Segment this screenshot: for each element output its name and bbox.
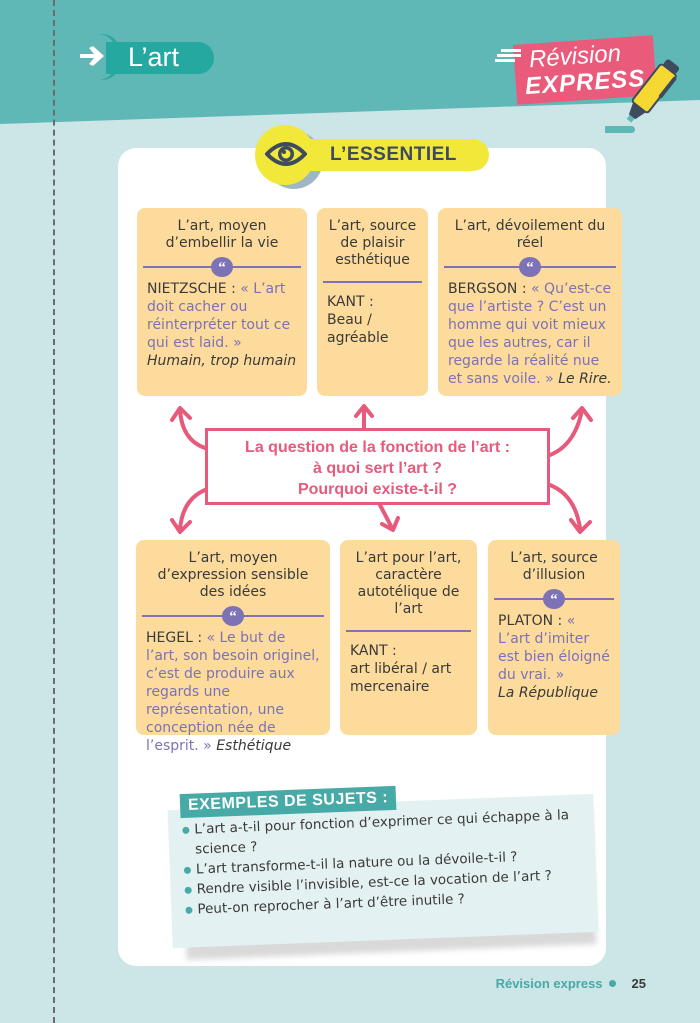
- separator-line: [346, 630, 471, 632]
- footer-label: Révision express: [495, 976, 603, 991]
- concept-box-art-pour-art: L’art pour l’art, caractère autotélique …: [340, 540, 477, 735]
- chapter-title-pill: L’art: [78, 34, 214, 80]
- box-body: KANT : art libéral / art mercenaire: [350, 642, 467, 696]
- highlighter-pen-icon: [605, 59, 680, 133]
- revision-express-logo: Révision EXPRESS: [495, 35, 685, 138]
- separator: [323, 279, 422, 289]
- box-title: L’art pour l’art, caractère autotélique …: [355, 550, 462, 617]
- examples-list: L’art a-t-il pour fonction d’exprimer ce…: [182, 805, 586, 920]
- work-title: La République: [498, 685, 598, 701]
- quote-separator: “: [444, 257, 616, 277]
- author: PLATON :: [498, 613, 567, 629]
- quote-separator: “: [143, 257, 301, 277]
- badge-bar: [293, 139, 489, 171]
- box-body: HEGEL : « Le but de l’art, son besoin or…: [146, 629, 320, 755]
- quote-icon: “: [519, 257, 541, 277]
- quote-separator: “: [142, 606, 324, 626]
- author: HEGEL :: [146, 630, 207, 646]
- box-title: L’art, source d’illusion: [510, 550, 598, 583]
- quote-icon: “: [222, 606, 244, 626]
- work-title: Esthétique: [216, 738, 292, 754]
- quote-icon: “: [211, 257, 233, 277]
- concept-box-devoilement: L’art, dévoilement du réel “ BERGSON : «…: [438, 208, 622, 396]
- concept-box-expression: L’art, moyen d’expression sensible des i…: [136, 540, 330, 754]
- arrow-right-icon: [80, 46, 104, 66]
- title-bar: [106, 42, 214, 74]
- concept-box-plaisir: L’art, source de plaisir esthétique KANT…: [317, 208, 428, 396]
- examples-note: EXEMPLES DE SUJETS : L’art a-t-il pour f…: [167, 785, 599, 960]
- speed-lines-icon: [495, 49, 521, 62]
- footer-dot-icon: [608, 980, 616, 987]
- box-text: art libéral / art mercenaire: [350, 661, 452, 695]
- chapter-title: L’art: [128, 42, 180, 72]
- quote-text: « Le but de l’art, son besoin originel, …: [146, 630, 320, 754]
- work-title: Humain, trop humain: [147, 353, 297, 369]
- box-body: KANT : Beau / agréable: [327, 293, 418, 347]
- eye-icon: [265, 142, 307, 166]
- box-title: L’art, source de plaisir esthétique: [328, 218, 417, 268]
- central-question-line-3: Pourquoi existe-t-il ?: [297, 481, 458, 498]
- section-label: L’ESSENTIEL: [330, 144, 457, 165]
- author: KANT :: [350, 643, 397, 659]
- concept-box-illusion: L’art, source d’illusion “ PLATON : « L’…: [488, 540, 620, 735]
- quote-text: « L’art doit cacher ou réinterpréter tou…: [147, 281, 291, 351]
- margin-dashed-line: [53, 0, 55, 1023]
- author: NIETZSCHE :: [147, 281, 241, 297]
- author: KANT :: [327, 294, 374, 310]
- quote-icon: “: [543, 589, 565, 609]
- essentiel-badge: L’ESSENTIEL: [255, 125, 490, 189]
- concept-box-embellir: L’art, moyen d’embellir la vie “ NIETZSC…: [137, 208, 307, 396]
- box-text: Beau / agréable: [327, 312, 389, 346]
- quote-text: « Qu’est-ce que l’artiste ? C’est un hom…: [448, 281, 612, 387]
- page-footer: Révision express 25: [496, 976, 646, 991]
- separator-line: [323, 281, 422, 283]
- page-number: 25: [631, 976, 646, 991]
- central-question-line-2: à quoi sert l’art ?: [313, 460, 442, 477]
- work-title: Le Rire.: [558, 371, 612, 387]
- box-body: BERGSON : « Qu’est-ce que l’artiste ? C’…: [448, 280, 612, 388]
- quote-text: « L’art d’imiter est bien éloigné du vra…: [498, 613, 610, 683]
- box-title: L’art, dévoilement du réel: [454, 218, 606, 251]
- box-body: NIETZSCHE : « L’art doit cacher ou réint…: [147, 280, 297, 370]
- box-title: L’art, moyen d’expression sensible des i…: [157, 550, 309, 600]
- central-question-box: La question de la fonction de l’art : à …: [205, 428, 550, 505]
- quote-separator: “: [494, 589, 614, 609]
- author: BERGSON :: [448, 281, 532, 297]
- box-body: PLATON : « L’art d’imiter est bien éloig…: [498, 612, 610, 702]
- central-question-line-1: La question de la fonction de l’art :: [245, 439, 510, 456]
- box-title: L’art, moyen d’embellir la vie: [165, 218, 279, 251]
- separator: [346, 628, 471, 638]
